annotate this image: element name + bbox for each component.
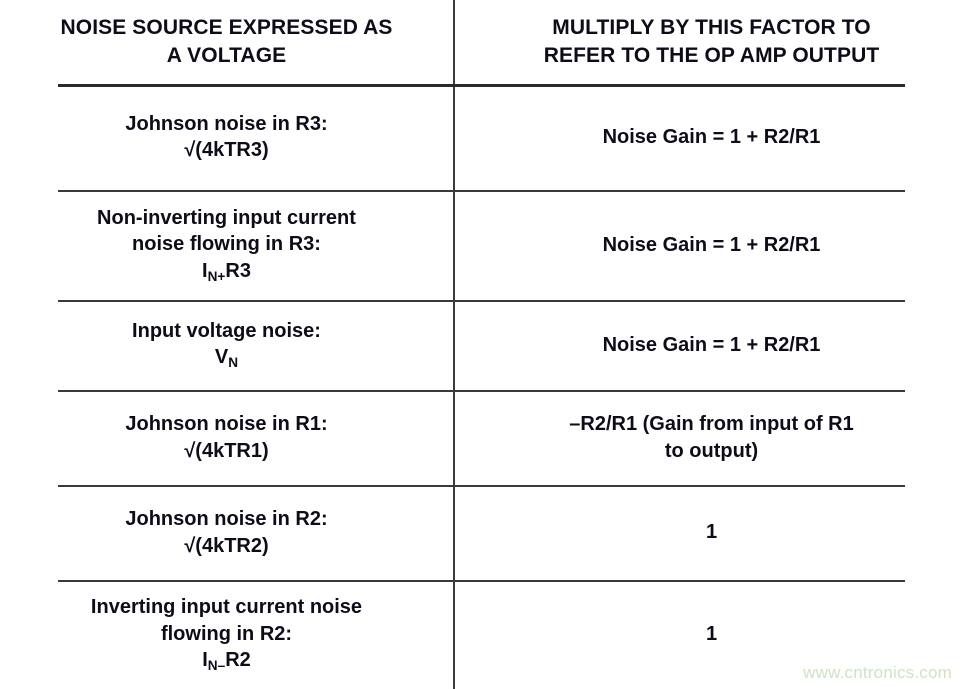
table-row-6-factor-cell: 1 [455,580,968,689]
row-1-source-line1: Johnson noise in R3: [125,112,328,135]
row-separator-rule-3 [58,390,905,392]
row-5-source-line1: Johnson noise in R2: [125,508,328,531]
row-6-symbol-tail: R2 [225,649,251,672]
row-2-symbol-sub: N+ [207,268,226,284]
row-4-factor-line1: –R2/R1 (Gain from input of R1 [569,413,854,436]
header-cell-multiply-factor: MULTIPLY BY THIS FACTOR TO REFER TO THE … [455,0,968,84]
header-left-line1: NOISE SOURCE EXPRESSED AS [60,16,393,40]
table-row-1-factor-cell: Noise Gain = 1 + R2/R1 [455,84,968,190]
row-separator-rule-2 [58,300,905,302]
table-row-3-factor-cell: Noise Gain = 1 + R2/R1 [455,300,968,390]
row-6-source-line1: Inverting input current noise [90,596,363,619]
table-row-4-source-cell: Johnson noise in R1: √(4kTR1) [0,390,453,485]
row-6-source-line3: IN–R2 [202,647,251,675]
row-1-source-line2: √(4kTR3) [184,139,269,161]
row-2-source-line3: IN+R3 [202,258,251,286]
row-2-source-line1: Non-inverting input current [97,206,356,229]
row-6-factor-line1: 1 [705,623,718,646]
header-cell-noise-source: NOISE SOURCE EXPRESSED AS A VOLTAGE [0,0,453,84]
row-6-source-line2: flowing in R2: [160,622,293,645]
row-separator-rule-5 [58,580,905,582]
table-row-2-source-cell: Non-inverting input current noise flowin… [0,190,453,300]
row-2-factor-line1: Noise Gain = 1 + R2/R1 [602,233,821,256]
table-row-5-factor-cell: 1 [455,485,968,580]
row-4-source-line1: Johnson noise in R1: [125,413,328,436]
row-6-symbol-sub: N– [207,657,226,673]
column-divider [453,0,455,689]
row-4-source-line2: √(4kTR1) [184,439,269,462]
table-row-4-factor-cell: –R2/R1 (Gain from input of R1 to output) [455,390,968,485]
header-left-line2: A VOLTAGE [166,44,287,67]
header-right-line1: MULTIPLY BY THIS FACTOR TO [552,16,871,40]
row-5-source-line2: √(4kTR2) [184,534,269,557]
row-2-symbol-tail: R3 [225,259,251,282]
table-row-6-source-cell: Inverting input current noise flowing in… [0,580,453,689]
row-3-factor-line1: Noise Gain = 1 + R2/R1 [602,333,821,356]
table-row-5-source-cell: Johnson noise in R2: √(4kTR2) [0,485,453,580]
table-row-1-source-cell: Johnson noise in R3: √(4kTR3) [0,84,453,190]
row-4-factor-line2: to output) [664,439,759,462]
header-right-line2: REFER TO THE OP AMP OUTPUT [543,44,880,67]
table-row-3-source-cell: Input voltage noise: VN [0,300,453,390]
row-2-symbol-base: I [202,259,208,282]
row-6-symbol-base: I [202,649,208,672]
site-watermark: www.cntronics.com [803,663,952,682]
row-3-source-line1: Input voltage noise: [132,319,321,342]
row-3-symbol-base: V [214,346,229,369]
row-separator-rule-4 [58,485,905,487]
row-2-source-line2: noise flowing in R3: [132,233,321,256]
row-1-factor-line1: Noise Gain = 1 + R2/R1 [602,125,821,148]
row-3-source-line2: VN [215,344,238,372]
row-3-symbol-sub: N [228,355,239,371]
row-5-factor-line1: 1 [705,521,718,544]
header-separator-rule [58,84,905,87]
table-row-2-factor-cell: Noise Gain = 1 + R2/R1 [455,190,968,300]
row-separator-rule-1 [58,190,905,192]
